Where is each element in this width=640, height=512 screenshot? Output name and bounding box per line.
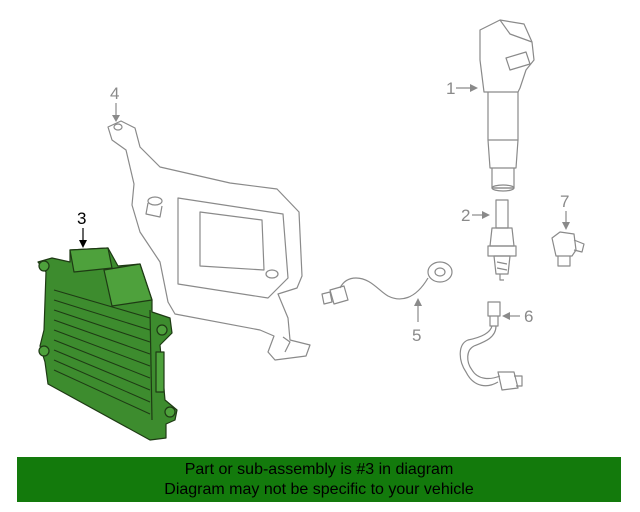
banner-line-2: Diagram may not be specific to your vehi… xyxy=(164,481,474,498)
leader-3-arrow xyxy=(79,240,87,248)
leader-1-arrow xyxy=(470,84,478,92)
callout-6: 6 xyxy=(524,307,533,326)
part-1-ignition-coil xyxy=(479,19,535,192)
part-5-knock-sensor xyxy=(321,261,453,305)
part-6-oxygen-sensor xyxy=(459,301,523,391)
leader-4-arrow xyxy=(112,115,120,122)
callout-5: 5 xyxy=(412,326,421,345)
callout-2: 2 xyxy=(461,206,470,225)
callout-1: 1 xyxy=(446,79,455,98)
callout-4: 4 xyxy=(110,84,119,103)
parts-diagram: 4 3 1 xyxy=(37,19,585,441)
part-3-ecu xyxy=(37,247,178,441)
part-7-sensor xyxy=(551,231,585,267)
leader-7-arrow xyxy=(562,222,570,230)
part-2-spark-plug xyxy=(487,199,517,281)
info-banner: Part or sub-assembly is #3 in diagram Di… xyxy=(17,457,621,502)
leader-2-arrow xyxy=(482,211,490,219)
leader-6-arrow xyxy=(502,312,510,320)
callout-7: 7 xyxy=(560,192,569,211)
banner-line-1: Part or sub-assembly is #3 in diagram xyxy=(184,461,454,478)
callout-3: 3 xyxy=(77,209,86,228)
part-4-bracket xyxy=(107,120,311,361)
leader-5-arrow xyxy=(414,298,422,306)
